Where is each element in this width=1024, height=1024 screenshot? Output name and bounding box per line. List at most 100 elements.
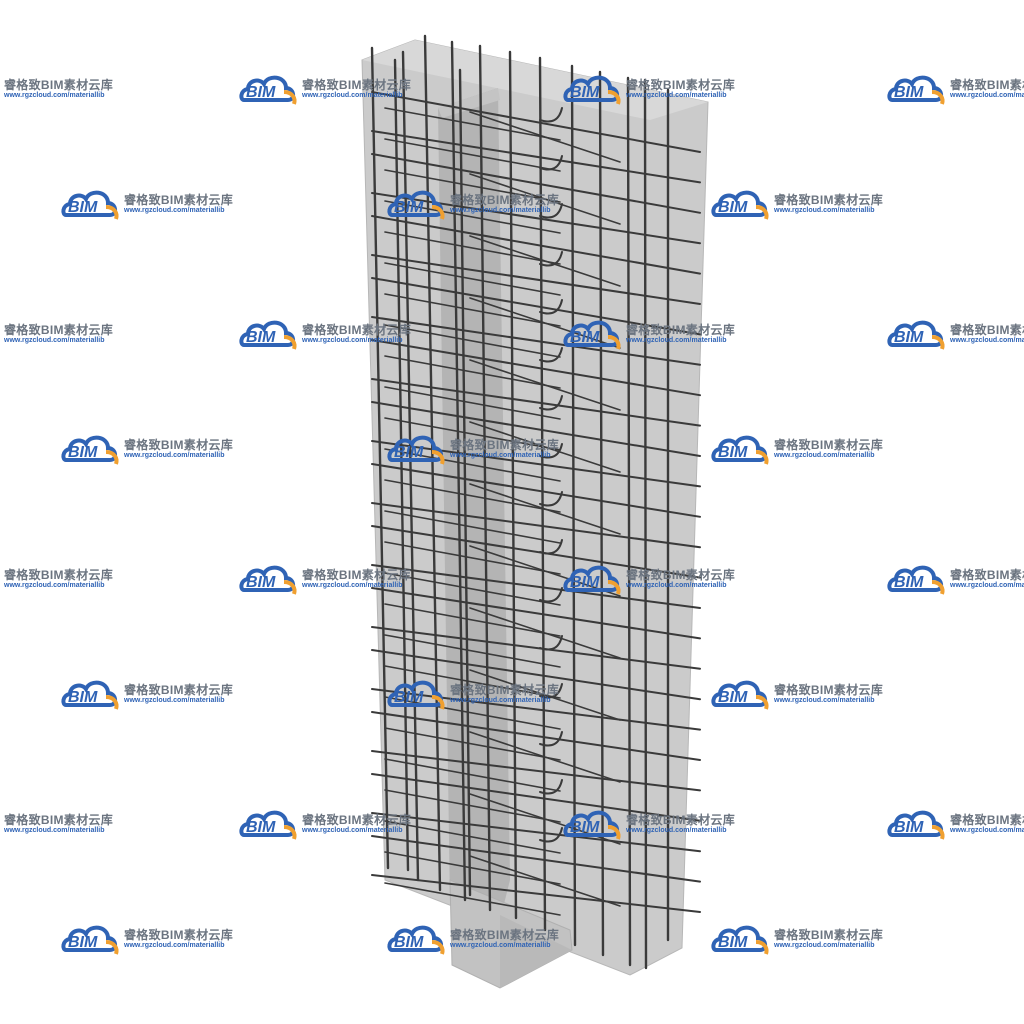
watermark-url: www.rgzcloud.com/materiallib: [774, 942, 875, 949]
watermark-brand: BIM: [718, 444, 748, 461]
watermark-url: www.rgzcloud.com/materiallib: [302, 92, 403, 99]
rebar-bar: [384, 510, 561, 544]
cloud-logo-icon: [61, 925, 119, 955]
watermark-tile: BIM睿格致BIM素材云库www.rgzcloud.com/materialli…: [0, 560, 130, 600]
rebar-bar: [384, 758, 561, 792]
rebar-bar: [371, 812, 701, 853]
watermark-brand: BIM: [394, 934, 424, 951]
rebar-bar: [384, 634, 561, 668]
rebar-bar: [384, 293, 561, 327]
rebar-bar: [469, 607, 621, 659]
watermark-url: www.rgzcloud.com/materiallib: [124, 697, 225, 704]
watermark-url: www.rgzcloud.com/materiallib: [626, 92, 727, 99]
watermark-brand: BIM: [246, 329, 276, 346]
watermark-title: 睿格致BIM素材云库: [302, 568, 411, 582]
watermark-brand: BIM: [246, 84, 276, 101]
rebar-bar: [469, 855, 621, 907]
rebar-bar: [469, 483, 621, 535]
cloud-logo-icon: [61, 435, 119, 465]
cloud-logo-icon: [61, 680, 119, 710]
rebar-bar: [371, 649, 701, 701]
watermark-tile: BIM睿格致BIM素材云库www.rgzcloud.com/materialli…: [886, 805, 1024, 845]
rebar-hook: [539, 299, 563, 315]
watermark-title: 睿格致BIM素材云库: [774, 928, 883, 942]
cloud-logo-icon: [387, 435, 445, 465]
rebar-bar: [384, 386, 561, 420]
watermark-brand: BIM: [570, 329, 600, 346]
cloud-logo-icon: [0, 70, 4, 110]
rebar-bar: [469, 669, 621, 721]
watermark-brand: BIM: [68, 934, 98, 951]
watermark-brand: BIM: [894, 84, 924, 101]
watermark-title: 睿格致BIM素材云库: [4, 323, 113, 337]
watermark-url: www.rgzcloud.com/materiallib: [950, 337, 1024, 344]
rebar-hook: [539, 731, 563, 747]
watermark-url: www.rgzcloud.com/materiallib: [4, 337, 105, 344]
rebar-bar: [384, 417, 561, 451]
cloud-logo-icon: [239, 810, 297, 840]
rebar-bar: [384, 882, 561, 916]
rebar-hook: [539, 779, 563, 795]
rebar-hook: [539, 443, 563, 459]
rebar-hook: [539, 539, 563, 555]
watermark-url: www.rgzcloud.com/materiallib: [302, 827, 403, 834]
watermark-brand: BIM: [894, 329, 924, 346]
watermark-url: www.rgzcloud.com/materiallib: [124, 207, 225, 214]
watermark-brand: BIM: [68, 444, 98, 461]
cloud-logo-icon: [61, 190, 119, 220]
watermark-tile: BIM睿格致BIM素材云库www.rgzcloud.com/materialli…: [0, 315, 130, 355]
watermark-title: 睿格致BIM素材云库: [950, 568, 1024, 582]
rebar-bar: [384, 262, 561, 296]
watermark-url: www.rgzcloud.com/materiallib: [124, 942, 225, 949]
watermark-title: 睿格致BIM素材云库: [302, 323, 411, 337]
watermark-title: 睿格致BIM素材云库: [774, 193, 883, 207]
rebar-bar: [384, 169, 561, 203]
rebar-bar: [384, 572, 561, 606]
watermark-url: www.rgzcloud.com/materiallib: [4, 827, 105, 834]
cloud-logo-icon: [887, 320, 945, 350]
watermark-url: www.rgzcloud.com/materiallib: [302, 337, 403, 344]
watermark-brand: BIM: [246, 819, 276, 836]
rebar-bar: [469, 359, 621, 411]
watermark-brand: BIM: [68, 199, 98, 216]
watermark-url: www.rgzcloud.com/materiallib: [626, 337, 727, 344]
watermark-title: 睿格致BIM素材云库: [626, 323, 735, 337]
cloud-logo-icon: [887, 565, 945, 595]
watermark-title: 睿格致BIM素材云库: [626, 568, 735, 582]
rebar-hook: [539, 155, 563, 171]
rebar-bar: [384, 324, 561, 358]
rebar-bar: [469, 731, 621, 783]
rebar-bar: [384, 789, 561, 823]
watermark-title: 睿格致BIM素材云库: [450, 928, 559, 942]
rebar-bar: [371, 130, 701, 184]
watermark-brand: BIM: [894, 574, 924, 591]
rebar-bar: [384, 541, 561, 575]
watermark-title: 睿格致BIM素材云库: [450, 193, 559, 207]
rebar-bar: [384, 355, 561, 389]
watermark-title: 睿格致BIM素材云库: [4, 78, 113, 92]
rebar-hook: [539, 203, 563, 219]
rebar-bar: [384, 479, 561, 513]
watermark-title: 睿格致BIM素材云库: [302, 78, 411, 92]
watermark-url: www.rgzcloud.com/materiallib: [774, 207, 875, 214]
watermark-tile: BIM睿格致BIM素材云库www.rgzcloud.com/materialli…: [0, 805, 130, 845]
watermark-brand: BIM: [394, 689, 424, 706]
rebar-bar: [370, 46, 390, 870]
rebar-bar: [371, 463, 701, 518]
watermark-title: 睿格致BIM素材云库: [124, 683, 233, 697]
rebar-bar: [469, 111, 621, 163]
rebar-bar: [469, 421, 621, 473]
watermark-url: www.rgzcloud.com/materiallib: [4, 582, 105, 589]
watermark-title: 睿格致BIM素材云库: [626, 78, 735, 92]
watermark-brand: BIM: [394, 199, 424, 216]
watermark-title: 睿格致BIM素材云库: [124, 928, 233, 942]
rebar-hook: [539, 683, 563, 699]
